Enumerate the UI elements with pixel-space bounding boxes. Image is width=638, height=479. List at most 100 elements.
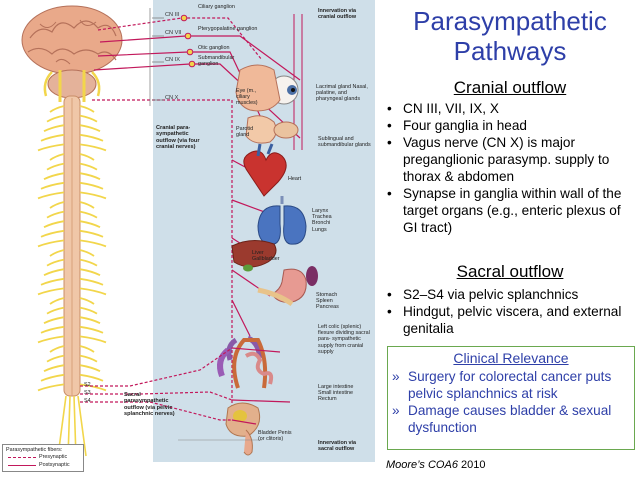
pterygopalatine-ganglion	[184, 32, 192, 40]
liver-illustration	[231, 240, 277, 272]
slide-title-line2: Pathways	[453, 36, 567, 66]
innervation-sacral-label: Innervation via sacral outflow	[318, 440, 357, 453]
spinal-nerve-root	[79, 354, 98, 363]
clinical-item: »Surgery for colorectal cancer puts pelv…	[392, 369, 612, 401]
ganglion-label: Ciliary ganglion	[198, 4, 235, 10]
spinal-nerve-root	[79, 383, 107, 392]
spinal-nerve-root	[49, 105, 65, 113]
spinal-nerve-root	[46, 162, 65, 171]
otic-ganglion	[186, 48, 194, 56]
spinal-nerve-root	[79, 297, 95, 305]
spinal-nerve-root	[49, 249, 65, 257]
legend-title: Parasympathetic fibers:	[6, 447, 63, 453]
organ-label-bladder: Bladder Penis (or clitoris)	[258, 430, 292, 443]
sacral-outflow-label: Sacral parasympathetic outflow (via pelv…	[124, 392, 175, 418]
spinal-cord	[63, 95, 81, 397]
cn-label: CN IX	[165, 57, 180, 63]
sacral-pathways	[80, 347, 291, 425]
bullet-marker: •	[387, 101, 392, 116]
spinal-nerve-root	[46, 354, 65, 363]
bullet-item: •Hindgut, pelvic viscera, and external g…	[387, 304, 622, 336]
spinal-nerve-root	[79, 181, 104, 190]
spinal-nerve-root	[79, 249, 95, 257]
heart-illustration	[243, 143, 287, 197]
ganglion-label: Pterygopalatine ganglion	[198, 26, 258, 32]
spinal-nerve-root	[46, 114, 65, 123]
bullet-item: •Vagus nerve (CN X) is major preganglion…	[387, 135, 610, 184]
bullet-marker: •	[387, 118, 392, 133]
organ-label-lacrimal: Lacrimal gland Nasal, palatine, and phar…	[316, 84, 368, 103]
cn-label: CN VII	[165, 30, 182, 36]
spinal-nerve-root	[40, 373, 65, 382]
spinal-nerve-root	[40, 181, 65, 190]
spinal-nerve-root	[40, 133, 65, 142]
citation-source: Moore’s COA6	[386, 459, 458, 471]
spinal-nerve-root	[49, 345, 65, 353]
spinal-nerve-root	[79, 316, 101, 325]
spinal-nerve-root	[79, 345, 95, 353]
spinal-nerve-root	[43, 124, 65, 133]
spinal-nerve-root	[79, 172, 101, 181]
bullet-marker: •	[387, 186, 392, 201]
spinal-nerve-root	[79, 277, 104, 286]
legend-presynaptic: Presynaptic	[39, 454, 68, 460]
spinal-nerve-root	[79, 306, 98, 315]
spinal-nerve-root	[37, 143, 65, 152]
organ-label-stomach: Stomach Spleen Pancreas	[316, 292, 339, 311]
bullet-item: •CN III, VII, IX, X	[387, 101, 499, 116]
spinal-nerve-root	[79, 268, 101, 277]
cranial-outflow-label: Cranial para- sympathetic outflow (via f…	[156, 125, 200, 151]
bullet-marker: •	[387, 304, 392, 319]
spinal-nerve-root	[79, 124, 101, 133]
spinal-nerve-root	[79, 114, 98, 123]
clinical-marker: »	[392, 403, 400, 418]
intestine-illustration	[217, 335, 274, 389]
spinal-nerve-root	[43, 316, 65, 325]
slide-title-line1: Parasympathetic	[413, 6, 607, 36]
lungs-illustration	[257, 196, 307, 245]
ganglion-label: Otic ganglion	[198, 45, 230, 51]
spinal-nerve-root	[79, 105, 95, 113]
spinal-nerve-root	[37, 287, 65, 296]
spinal-nerve-root	[49, 153, 65, 161]
figure-drawing	[21, 5, 318, 459]
ciliary-ganglion	[180, 14, 188, 22]
spinal-nerve-root	[79, 239, 107, 248]
clinical-item: »Damage causes bladder & sexual dysfunct…	[392, 403, 612, 435]
submandibular-ganglion	[188, 60, 196, 68]
spinal-nerve-root	[49, 201, 65, 209]
spinal-nerve-root	[79, 258, 98, 267]
pelvic-organs-illustration	[225, 402, 261, 456]
spinal-nerve-root	[37, 335, 65, 344]
stomach-illustration	[257, 266, 318, 307]
organ-label-parotid: Parotid gland	[236, 126, 254, 139]
legend-postsynaptic-swatch	[8, 465, 36, 466]
bullet-marker: •	[387, 135, 392, 150]
cauda-equina	[57, 395, 87, 459]
cranial-bullet-list: •CN III, VII, IX, X •Four ganglia in hea…	[387, 100, 635, 236]
bullet-item: •Synapse in ganglia within wall of the t…	[387, 186, 622, 235]
ganglia	[180, 14, 196, 68]
spinal-nerve-root	[79, 210, 98, 219]
clinical-relevance-box: Clinical Relevance »Surgery for colorect…	[387, 346, 635, 450]
legend-postsynaptic: Postsynaptic	[39, 462, 70, 468]
parasympathetic-figure: CN III CN VII CN IX CN X Ciliary ganglio…	[2, 0, 375, 472]
spinal-nerve-root	[43, 220, 65, 229]
bullet-item: •Four ganglia in head	[387, 118, 527, 133]
bullet-marker: •	[387, 287, 392, 302]
spinal-nerve-root	[40, 325, 65, 334]
organ-label-larynx: Larynx Trachea Bronchi Lungs	[312, 208, 332, 233]
spinal-nerve-root	[79, 364, 101, 373]
spinal-nerve-root	[79, 373, 104, 382]
ganglion-label: Submandibular ganglion	[198, 55, 235, 68]
spinal-nerve-root	[79, 229, 104, 238]
spinal-nerve-root	[43, 172, 65, 181]
cn-label: CN X	[165, 95, 179, 101]
spinal-nerve-root	[79, 287, 107, 296]
spinal-level-label: S2	[84, 382, 91, 388]
spinal-nerve-root	[46, 210, 65, 219]
spinal-nerve-root	[79, 133, 104, 142]
spinal-nerve-root	[40, 229, 65, 238]
clinical-marker: »	[392, 369, 400, 384]
citation-year: 2010	[461, 459, 486, 471]
